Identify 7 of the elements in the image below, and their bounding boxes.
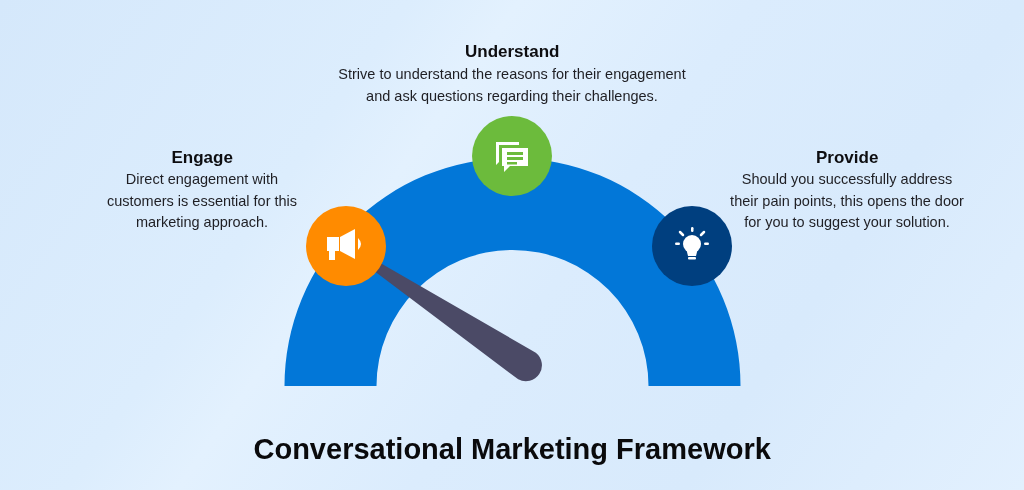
step-description: Direct engagement with customers is essential for this marketing approach. — [106, 170, 298, 232]
step-heading: Provide — [816, 148, 879, 168]
step-description: Strive to understand the reasons for their engagement and ask questions regarding their challenges. — [337, 65, 687, 106]
step-description: Should you successfully address their pain points, this opens the door for you to suggest your solution. — [729, 170, 965, 232]
diagram-title: Conversational Marketing Framework — [253, 432, 771, 466]
step-heading: Understand — [465, 42, 560, 62]
step-heading: Engage — [171, 148, 233, 168]
